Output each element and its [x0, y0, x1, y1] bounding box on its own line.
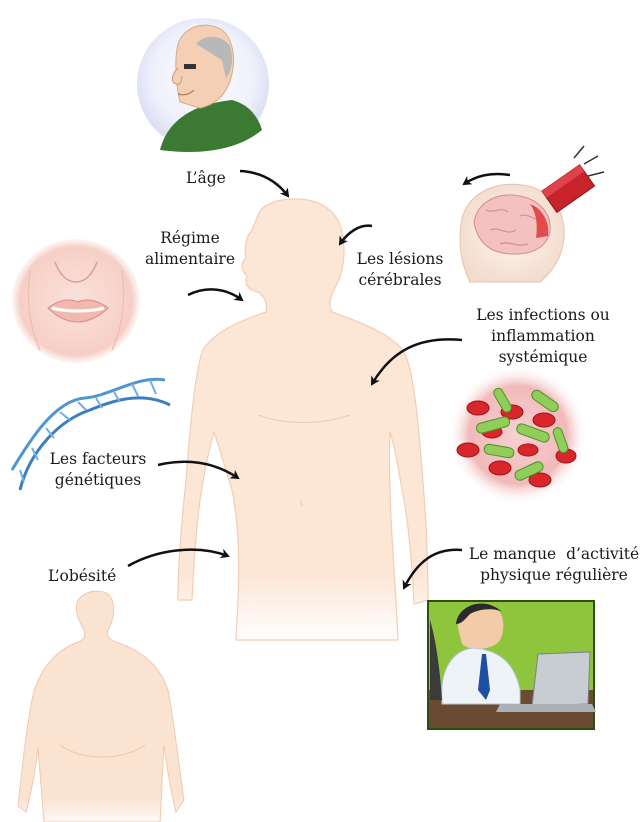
label-obesity: L’obésité — [48, 566, 116, 587]
label-age: L’âge — [186, 168, 226, 189]
label-infection: Les infections ou inflammation systémiqu… — [468, 305, 618, 368]
arrow-brain-injury — [340, 226, 372, 244]
obese-body-icon — [18, 591, 184, 822]
label-brain-injury: Les lésions cérébrales — [352, 249, 448, 291]
arrow-obesity — [128, 550, 228, 566]
brain-injury-icon — [460, 146, 604, 282]
bacteria-blood-icon — [448, 365, 588, 505]
office-worker-icon — [428, 601, 596, 729]
elderly-man-icon — [137, 18, 269, 152]
label-diet: Régime alimentaire — [140, 228, 240, 270]
arrow-diet — [188, 289, 242, 300]
mouth-icon — [12, 239, 140, 363]
label-genetics: Les facteurs génétiques — [40, 449, 156, 491]
arrow-age — [240, 171, 288, 196]
label-inactivity: Le manque d’activité physique régulière — [468, 544, 640, 586]
